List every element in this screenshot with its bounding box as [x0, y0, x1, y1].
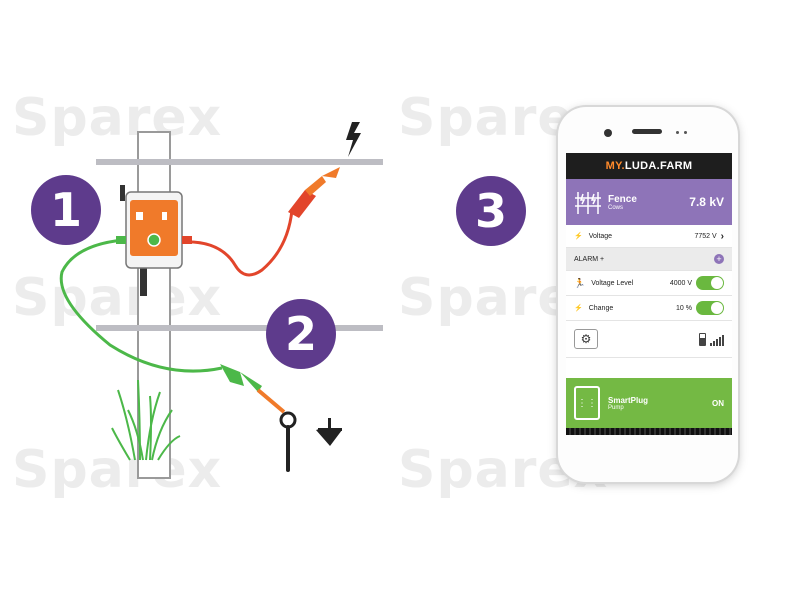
- fence-voltage-kv: 7.8 kV: [689, 195, 724, 209]
- voltage-level-label: Voltage Level: [591, 279, 634, 287]
- voltage-level-toggle[interactable]: [696, 276, 724, 290]
- step-2-badge: 2: [266, 299, 336, 369]
- fence-rail-bottom: [96, 325, 383, 331]
- lightning-icon: ⚡: [574, 233, 583, 240]
- smartphone: MY.LUDA.FARM Fence Cows 7.8 kV ⚡ Voltage…: [558, 107, 738, 482]
- orange-lead: [256, 388, 286, 414]
- lightning-icon: ⚡: [574, 305, 583, 312]
- green-clip-icon: [220, 364, 262, 392]
- screen-bottom-edge: [566, 428, 732, 435]
- brand-name: LUDA.FARM: [624, 160, 693, 172]
- voltage-label: Voltage: [588, 232, 613, 240]
- ground-rod-ring: [279, 411, 297, 429]
- watermark: Sparex: [12, 440, 223, 500]
- add-alarm-button[interactable]: +: [714, 254, 724, 264]
- smartplug-subtitle: Pump: [608, 404, 624, 411]
- fence-post: [137, 131, 171, 479]
- fence-icon: [575, 192, 601, 214]
- signal-icon: [710, 334, 724, 346]
- red-clip-icon: [288, 167, 340, 218]
- fence-title: Fence: [608, 193, 637, 205]
- sensor-dot: [676, 131, 679, 134]
- smartplug-title: SmartPlug: [608, 395, 649, 405]
- smartplug-card[interactable]: ⋮⋮ SmartPlug Pump ON: [566, 378, 732, 428]
- energiser-device-icon: [116, 185, 192, 296]
- sensor-dot: [684, 131, 687, 134]
- fence-rail-top: [96, 159, 383, 165]
- voltage-value: 7752 V: [694, 232, 717, 240]
- step-1-badge: 1: [31, 175, 101, 245]
- gear-icon[interactable]: ⚙: [574, 329, 598, 349]
- step-3-badge: 3: [456, 176, 526, 246]
- change-toggle[interactable]: [696, 301, 724, 315]
- watermark: Sparex: [12, 88, 223, 148]
- camera-icon: [604, 129, 612, 137]
- voltage-row[interactable]: ⚡ Voltage 7752 V ›: [566, 225, 732, 248]
- tools-row: ⚙: [566, 321, 732, 358]
- battery-icon: [699, 332, 706, 346]
- red-cable: [181, 209, 294, 277]
- brand-prefix: MY.: [605, 160, 625, 172]
- change-row: ⚡ Change 10 %: [566, 296, 732, 321]
- running-person-icon: 🏃: [574, 277, 586, 288]
- change-label: Change: [588, 304, 614, 312]
- voltage-level-row: 🏃 Voltage Level 4000 V: [566, 271, 732, 296]
- smartplug-state[interactable]: ON: [712, 398, 724, 408]
- ground-symbol-icon: [316, 418, 342, 446]
- fence-subtitle: Cows: [608, 204, 624, 211]
- green-cable: [59, 238, 223, 373]
- app-header: MY.LUDA.FARM: [566, 153, 732, 179]
- watermark: Sparex: [12, 268, 223, 328]
- alarm-row: ALARM + +: [566, 248, 732, 271]
- alarm-label: ALARM +: [574, 255, 605, 263]
- smartplug-icon: ⋮⋮: [574, 386, 600, 420]
- app-screen: MY.LUDA.FARM Fence Cows 7.8 kV ⚡ Voltage…: [566, 153, 732, 435]
- change-value: 10 %: [676, 304, 692, 312]
- lightning-icon: [346, 122, 361, 157]
- voltage-level-value: 4000 V: [669, 279, 692, 287]
- chevron-right-icon: ›: [720, 230, 724, 242]
- fence-card[interactable]: Fence Cows 7.8 kV: [566, 179, 732, 225]
- grass-icon: [111, 379, 181, 461]
- speaker-grille: [632, 129, 662, 134]
